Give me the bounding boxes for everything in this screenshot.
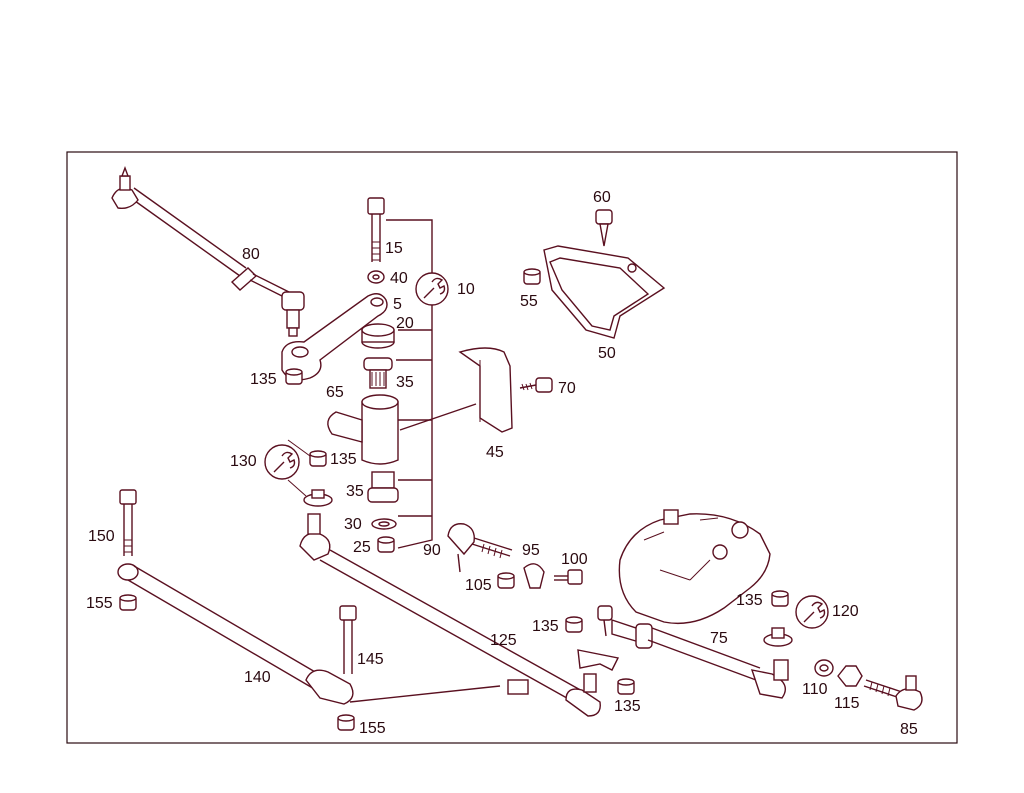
nut-55 [523,268,541,285]
tie-rod-end-90 [447,523,513,573]
callout-70: 70 [558,380,576,397]
bracket-50 [543,245,666,339]
callout-50: 50 [598,345,616,362]
bushing-35-lower [367,471,399,503]
callout-140: 140 [244,669,271,686]
callout-115: 115 [834,695,860,712]
callout-65: 65 [326,384,344,401]
nut-135-left [285,368,303,385]
tie-rod-80 [111,166,305,337]
callout-20: 20 [396,315,414,332]
callout-130: 130 [230,453,257,470]
callout-135: 135 [532,618,559,635]
wrench-icon-10 [415,272,449,306]
callout-5: 5 [393,296,402,313]
nut-155-left [119,594,137,611]
callout-60: 60 [593,189,611,206]
callout-150: 150 [88,528,115,545]
nut-115 [837,665,863,687]
washer-40 [367,270,385,284]
idler-arm-5 [281,293,388,381]
callout-125: 125 [490,632,517,649]
bracket-65 [327,394,399,465]
callout-75: 75 [710,630,728,647]
wrench-icon-120 [795,595,829,629]
clamp-95 [523,563,545,589]
callout-85: 85 [900,721,918,738]
callout-95: 95 [522,542,540,559]
nut-155-bottom [337,714,355,731]
callout-145: 145 [357,651,384,668]
steering-gear [618,509,771,625]
callout-35: 35 [396,374,414,391]
bracket-center [577,649,620,671]
callout-110: 110 [802,681,828,698]
screw-70 [519,377,553,393]
callout-135: 135 [614,698,641,715]
wrench-icon-130 [264,439,311,497]
callout-155: 155 [359,720,386,737]
center-rod-125 [299,513,601,717]
shield-45 [458,347,513,433]
bolt-15 [367,197,385,262]
diagram-frame [66,151,958,744]
callout-120: 120 [832,603,859,620]
callout-80: 80 [242,246,260,263]
callout-155: 155 [86,595,113,612]
callout-135: 135 [250,371,277,388]
nut-135-center [565,616,583,633]
washer-30 [371,518,397,530]
cap-under-120 [763,627,793,647]
callout-15: 15 [385,240,403,257]
bolt-150 [119,489,137,556]
callout-10: 10 [457,281,475,298]
callout-35: 35 [346,483,364,500]
tie-rod-end-85 [863,675,923,711]
callout-40: 40 [390,270,408,287]
nut-25 [377,536,395,553]
callout-90: 90 [423,542,441,559]
callout-135: 135 [330,451,357,468]
callout-105: 105 [465,577,492,594]
tie-rod-75 [597,605,789,699]
screw-60 [595,209,613,247]
callout-25: 25 [353,539,371,556]
cap-under-130 [303,489,333,507]
rod-140 [117,563,354,705]
callout-55: 55 [520,293,538,310]
nut-135-upper [309,450,327,467]
callout-45: 45 [486,444,504,461]
bushing-20 [361,323,395,349]
callout-100: 100 [561,551,588,568]
callout-30: 30 [344,516,362,533]
nut-105 [497,572,515,589]
sleeve-110 [814,659,834,677]
bushing-35-upper [363,357,393,389]
nut-135-right [771,590,789,607]
bolt-100 [554,569,583,585]
bolt-145 [339,605,357,674]
nut-135-lower [617,678,635,695]
callout-135: 135 [736,592,763,609]
